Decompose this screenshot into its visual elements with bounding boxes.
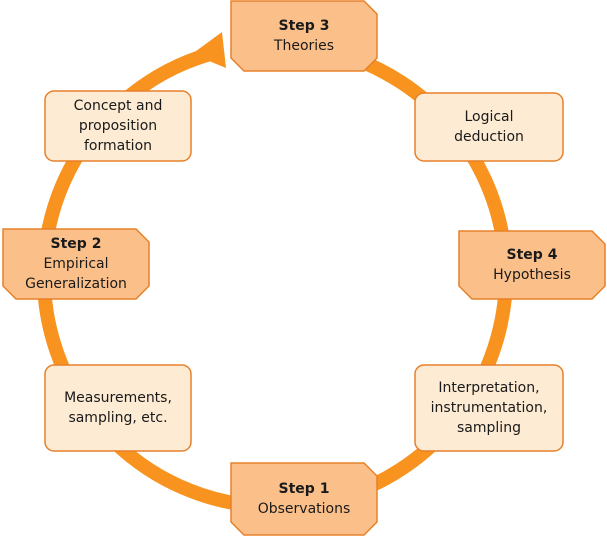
process-box-shape xyxy=(44,90,192,162)
step1-title: Step 1 xyxy=(278,481,330,497)
concept-label: Concept and proposition formation xyxy=(73,98,163,154)
process-box-outline xyxy=(44,90,192,162)
step2-title: Step 2 xyxy=(50,236,102,252)
step-box-shape xyxy=(458,230,606,300)
step2-node: Step 2 Empirical Generalization xyxy=(2,228,150,300)
concept-node: Concept and proposition formation xyxy=(44,90,192,162)
step3-title: Step 3 xyxy=(278,18,330,34)
measurements-label: Measurements, sampling, etc. xyxy=(64,390,172,426)
process-box-shape xyxy=(414,92,564,162)
step-box-outline xyxy=(230,0,378,72)
step-box-shape xyxy=(230,462,378,536)
step4-title: Step 4 xyxy=(506,247,558,263)
step1-label: Observations xyxy=(257,501,351,517)
process-box-shape xyxy=(414,364,564,452)
logical-deduction-label: Logical deduction xyxy=(454,109,524,145)
process-box-outline xyxy=(44,364,192,452)
step-box-shape xyxy=(230,0,378,72)
process-box-outline xyxy=(414,92,564,162)
step4-node: Step 4 Hypothesis xyxy=(458,230,606,300)
interpretation-label: Interpretation, instrumentation, samplin… xyxy=(430,380,548,436)
step3-node: Step 3 Theories xyxy=(230,0,378,72)
step-box-outline xyxy=(230,462,378,536)
step3-label: Theories xyxy=(273,38,335,54)
step2-label: Empirical Generalization xyxy=(25,256,127,292)
step1-node: Step 1 Observations xyxy=(230,462,378,536)
step-box-shape xyxy=(2,228,150,300)
step4-label: Hypothesis xyxy=(493,267,571,283)
process-box-shape xyxy=(44,364,192,452)
process-box-outline xyxy=(414,364,564,452)
step-box-outline xyxy=(458,230,606,300)
step-box-outline xyxy=(2,228,150,300)
measurements-node: Measurements, sampling, etc. xyxy=(44,364,192,452)
logical-deduction-node: Logical deduction xyxy=(414,92,564,162)
interpretation-node: Interpretation, instrumentation, samplin… xyxy=(414,364,564,452)
cycle-arrowhead xyxy=(192,32,226,68)
